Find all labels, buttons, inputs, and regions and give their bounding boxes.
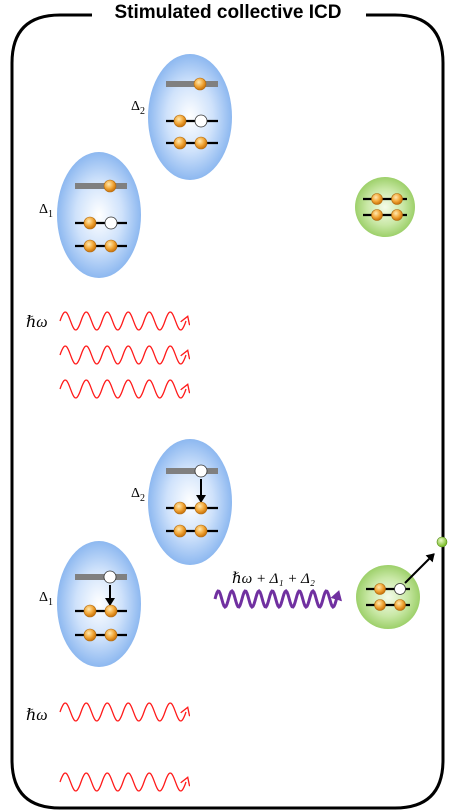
delta1-label-bottom: Δ1 — [39, 590, 54, 608]
photon-wave-2 — [59, 345, 186, 365]
delta2-label-top: Δ2 — [131, 99, 146, 117]
atom-delta2-bottom — [148, 439, 232, 565]
atom-delta1-bottom — [57, 541, 141, 667]
emission-arrow — [404, 553, 435, 584]
combined-photon-wave — [213, 589, 343, 609]
photon-wave-4 — [59, 702, 186, 722]
photon-label-bottom: ℏω — [26, 707, 48, 724]
atom-delta2-top — [148, 54, 232, 180]
atom-delta1-top — [57, 152, 141, 278]
photon-wave-5 — [59, 772, 186, 792]
delta2-label-bottom: Δ2 — [131, 486, 146, 504]
green-atom-top — [355, 177, 415, 237]
delta1-label-top: Δ1 — [39, 202, 54, 220]
green-atom-bottom — [356, 565, 420, 629]
free-electron — [436, 536, 448, 548]
diagram-title: Stimulated collective ICD — [0, 0, 456, 28]
photon-sum-label: ℏω + Δ₁ + Δ₂ — [232, 571, 315, 587]
photon-label-top: ℏω — [26, 314, 48, 331]
frame-border — [10, 13, 445, 810]
photon-wave-1 — [59, 311, 186, 331]
photon-wave-3 — [59, 379, 186, 399]
